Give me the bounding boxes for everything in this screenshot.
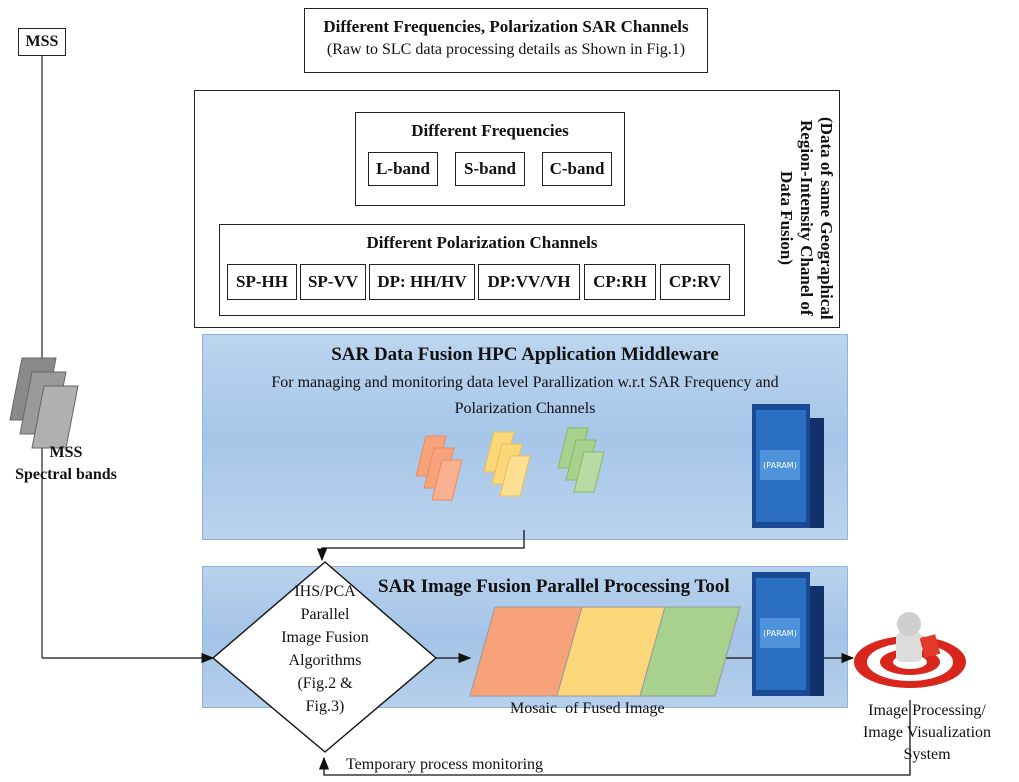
channel-cp-rv: CP:RV: [660, 264, 730, 300]
band-s: S-band: [455, 152, 525, 186]
monitor-label: Temporary process monitoring: [346, 756, 544, 773]
mss-spectral-bands-icon: [9, 357, 79, 449]
output-label-line2: Image Visualization System: [862, 724, 992, 763]
algorithm-line-3: Image Fusion: [281, 629, 369, 646]
svg-text:(PARAM): (PARAM): [763, 461, 797, 470]
channel-dp-hh-hv: DP: HH/HV: [369, 264, 475, 300]
channel-dp-vv-vh: DP:VV/VH: [478, 264, 580, 300]
monitoring-loop-arrow: [318, 700, 911, 776]
algorithm-line-6: Fig.3): [305, 698, 345, 715]
band-c: C-band: [542, 152, 612, 186]
mss-bands-label-line1: MSS: [49, 444, 83, 461]
output-label-line1: Image Processing/: [868, 702, 986, 719]
yellow-channel-stack-icon: [483, 431, 531, 497]
middleware-desc-1: For managing and monitoring data level P…: [271, 374, 779, 391]
algorithm-text: IHS/PCA Parallel Image Fusion Algorithms…: [250, 580, 400, 718]
header-subtitle: (Raw to SLC data processing details as S…: [326, 41, 686, 58]
channel-sp-hh: SP-HH: [227, 264, 297, 300]
mss-bands-label-line2: Spectral bands: [15, 466, 117, 483]
band-l: L-band: [368, 152, 438, 186]
tool-title: SAR Image Fusion Parallel Processing Too…: [378, 576, 730, 597]
header-title: Different Frequencies, Polarization SAR …: [323, 17, 689, 36]
frequencies-title: Different Frequencies: [411, 121, 569, 140]
middleware-to-algorithm-arrow: [316, 530, 525, 562]
algorithm-diamond: [211, 561, 438, 753]
polarization-title: Different Polarization Channels: [366, 233, 598, 252]
svg-text:(PARAM): (PARAM): [763, 629, 797, 638]
algorithm-line-1: IHS/PCA: [294, 583, 356, 600]
middleware-title: SAR Data Fusion HPC Application Middlewa…: [331, 344, 719, 365]
algorithm-line-4: Algorithms: [288, 652, 362, 669]
middleware-panel: [202, 334, 848, 540]
output-label: Image Processing/ Image Visualization Sy…: [842, 700, 1012, 766]
visualization-system-icon: [854, 612, 966, 688]
orange-channel-stack-icon: [415, 435, 463, 501]
mosaic-fused-image: [469, 606, 741, 697]
mss-box: MSS: [18, 28, 66, 56]
header-box: Different Frequencies, Polarization SAR …: [304, 8, 708, 73]
algorithm-line-2: Parallel: [300, 606, 350, 623]
channel-cp-rh: CP:RH: [584, 264, 656, 300]
mss-bands-label: MSS Spectral bands: [4, 442, 128, 486]
hpc-server-icon-2: (PARAM): [752, 572, 824, 696]
mosaic-label: Mosaic of Fused Image: [510, 700, 665, 717]
hpc-server-icon: (PARAM): [752, 404, 824, 528]
channel-sp-vv: SP-VV: [300, 264, 366, 300]
side-note: (Data of same Geographical Region-Intens…: [777, 116, 836, 320]
middleware-desc-2: Polarization Channels: [454, 400, 596, 417]
green-channel-stack-icon: [557, 427, 605, 493]
algorithm-line-5: (Fig.2 &: [297, 675, 353, 692]
